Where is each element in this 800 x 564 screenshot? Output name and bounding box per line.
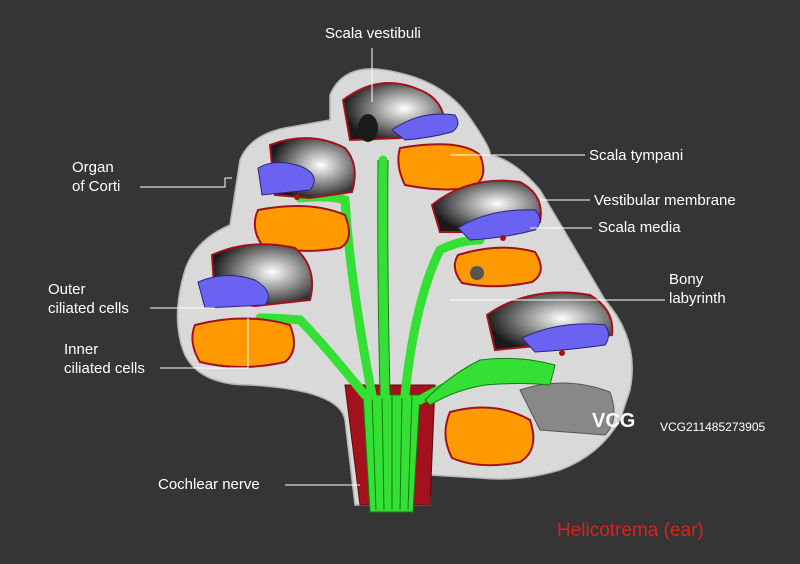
nerve-fiber-lines <box>371 395 413 511</box>
label-inner-ciliated-cells: Inner ciliated cells <box>64 341 145 377</box>
cochlear-turn-middle-left <box>191 243 314 368</box>
caption: Helicotrema (ear) <box>557 520 704 541</box>
label-leader-lines <box>140 48 665 486</box>
spiral-ganglion <box>424 357 556 406</box>
label-cochlear-nerve: Cochlear nerve <box>158 476 260 493</box>
label-bony-labyrinth: Bony labyrinth <box>669 271 726 307</box>
label-outer-ciliated-cells: Outer ciliated cells <box>48 281 129 317</box>
label-scala-tympani: Scala tympani <box>589 147 684 164</box>
cochlear-turn-middle-right <box>430 179 542 288</box>
watermark-logo: VCG <box>592 410 636 432</box>
label-scala-media: Scala media <box>598 219 681 236</box>
label-scala-vestibuli: Scala vestibuli <box>325 25 421 42</box>
cochlear-turn-upper-left <box>253 137 356 252</box>
cochlear-turn-lower-right <box>444 291 615 467</box>
cochlear-turn-top <box>341 81 485 191</box>
label-vestibular-membrane: Vestibular membrane <box>594 192 736 209</box>
label-organ-of-corti: Organ of Corti <box>72 159 121 195</box>
watermark-id: VCG211485273905 <box>660 420 766 434</box>
nerve-branch-edges <box>377 159 391 396</box>
